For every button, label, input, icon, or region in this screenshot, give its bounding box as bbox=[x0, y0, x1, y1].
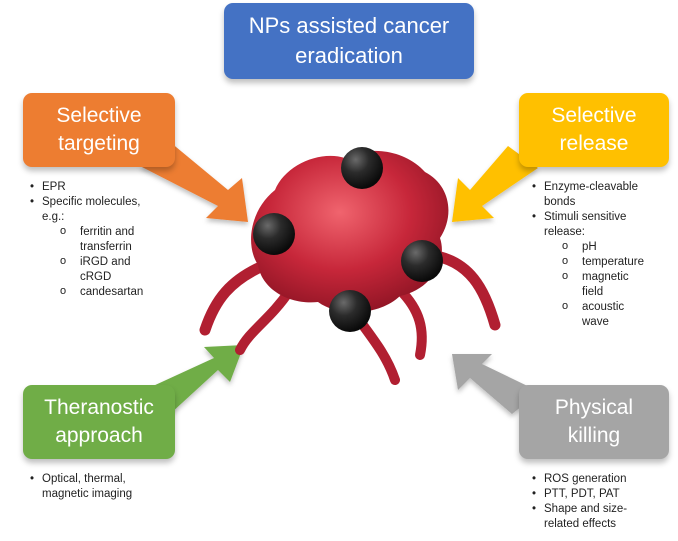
list-subitem: temperature bbox=[544, 254, 676, 270]
list-subitem: pH bbox=[544, 239, 676, 255]
title-text: NPs assisted cancer eradication bbox=[248, 13, 450, 68]
cell-body bbox=[251, 150, 449, 313]
nanoparticle-top bbox=[341, 147, 383, 189]
title-box: NPs assisted cancer eradication bbox=[224, 3, 474, 79]
release-arrow bbox=[452, 146, 538, 222]
nanoparticle-left bbox=[253, 213, 295, 255]
physical-killing-box: Physical killing bbox=[519, 385, 669, 459]
list-subitem: iRGD and cRGD bbox=[42, 254, 204, 285]
theranostic-approach-label: Theranostic approach bbox=[44, 395, 154, 447]
selective-release-label: Selective release bbox=[551, 103, 637, 155]
list-item: PTT, PDT, PAT bbox=[526, 487, 676, 502]
list-item: Optical, thermal, magnetic imaging bbox=[24, 472, 204, 502]
selective-targeting-list: EPR Specific molecules, e.g.: ferritin a… bbox=[24, 180, 204, 300]
nanoparticle-bottom bbox=[329, 290, 371, 332]
list-subitem: ferritin and transferrin bbox=[42, 224, 204, 255]
selective-targeting-box: Selective targeting bbox=[23, 93, 175, 167]
theranostic-approach-box: Theranostic approach bbox=[23, 385, 175, 459]
list-item: Enzyme-cleavable bonds bbox=[526, 180, 676, 210]
list-item: Specific molecules, e.g.: ferritin and t… bbox=[24, 195, 204, 300]
list-subitem: magnetic field bbox=[544, 269, 676, 300]
list-item: ROS generation bbox=[526, 472, 676, 487]
list-subitem: candesartan bbox=[42, 284, 204, 300]
list-item: Stimuli sensitive release: pH temperatur… bbox=[526, 210, 676, 330]
selective-release-list: Enzyme-cleavable bonds Stimuli sensitive… bbox=[526, 180, 676, 330]
list-subitem: acoustic wave bbox=[544, 299, 676, 330]
physical-killing-list: ROS generation PTT, PDT, PAT Shape and s… bbox=[526, 472, 676, 532]
nanoparticle-right bbox=[401, 240, 443, 282]
list-item: Shape and size- related effects bbox=[526, 502, 676, 532]
list-item: EPR bbox=[24, 180, 204, 195]
selective-targeting-label: Selective targeting bbox=[56, 103, 142, 155]
theranostic-approach-list: Optical, thermal, magnetic imaging bbox=[24, 472, 204, 502]
selective-release-box: Selective release bbox=[519, 93, 669, 167]
physical-killing-label: Physical killing bbox=[554, 395, 634, 447]
physical-arrow bbox=[452, 354, 540, 414]
